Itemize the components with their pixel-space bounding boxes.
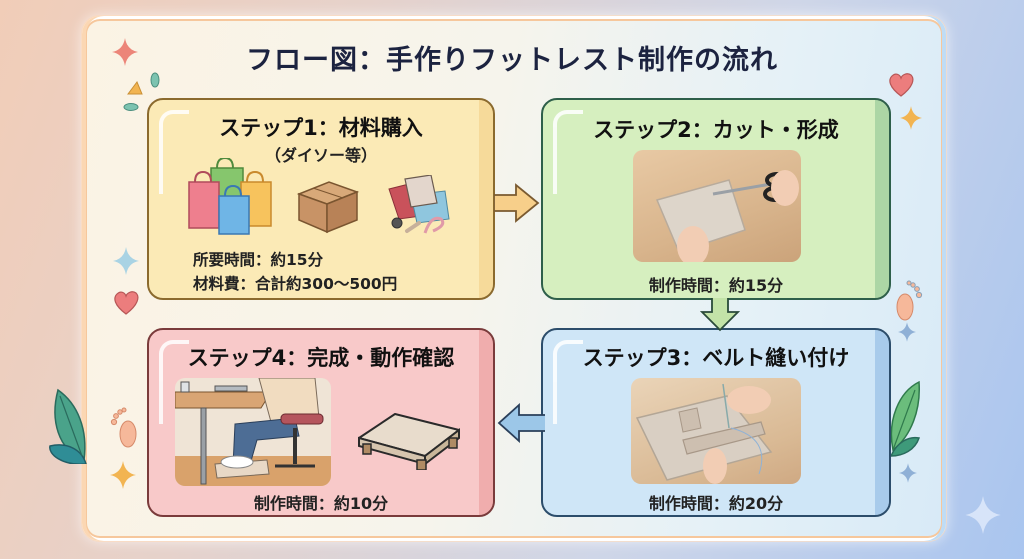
step-1-card: ステップ1：材料購入 （ダイソー等） 所要時間：約15分 材料費：合計約300〜… [147,98,495,300]
sparkle-icon [113,247,139,275]
fabric-materials-icon [388,175,450,234]
sparkle-icon [900,106,922,130]
sparkle-icon [112,38,138,66]
step-1-time: 所要時間：約15分 [193,251,324,269]
step-2-card: ステップ2：カット・形成 制作時間：約15分 [541,98,891,300]
drop-confetti-icon [123,103,139,111]
footprint-icon [896,280,923,321]
drop-confetti-icon [150,72,160,88]
leaf-plant-icon [49,388,87,464]
cardboard-box-icon [297,181,359,234]
footprint-icon [110,407,137,448]
arrow-right-step1-to-step2 [494,183,540,223]
diagram-title: フロー図：手作りフットレスト制作の流れ [246,45,778,76]
step-1-cost: 材料費：合計約300〜500円 [193,275,398,293]
step-2-title: ステップ2：カット・形成 [593,118,839,142]
step-1-title: ステップ1：材料購入 [219,116,423,140]
step-1-subtitle: （ダイソー等） [264,146,377,165]
cutting-fabric-photo [633,150,801,262]
arrow-down-step2-to-step3 [700,298,740,332]
step-3-card: ステップ3：ベルト縫い付け 制作時間：約20分 [541,328,891,517]
heart-icon [114,291,139,315]
step-4-card: ステップ4：完成・動作確認 制作時間：約10分 [147,328,495,517]
step-3-time: 制作時間：約20分 [648,494,784,513]
shopping-bags-icon [188,158,272,235]
triangle-confetti-icon [127,81,143,95]
person-using-footrest-illustration [175,378,331,486]
sparkle-icon [965,496,1001,534]
sparkle-icon [899,463,917,483]
sewing-belt-photo [631,378,801,484]
heart-icon [889,73,914,97]
step-4-title: ステップ4：完成・動作確認 [187,346,455,370]
step-3-title: ステップ3：ベルト縫い付け [582,346,850,370]
sparkle-icon [898,322,916,342]
sparkle-icon [110,461,136,489]
footrest-icon [358,413,460,470]
step-2-time: 制作時間：約15分 [648,276,784,295]
step-4-time: 制作時間：約10分 [253,494,389,513]
arrow-left-step3-to-step4 [497,403,545,443]
leaf-plant-icon [889,380,920,457]
